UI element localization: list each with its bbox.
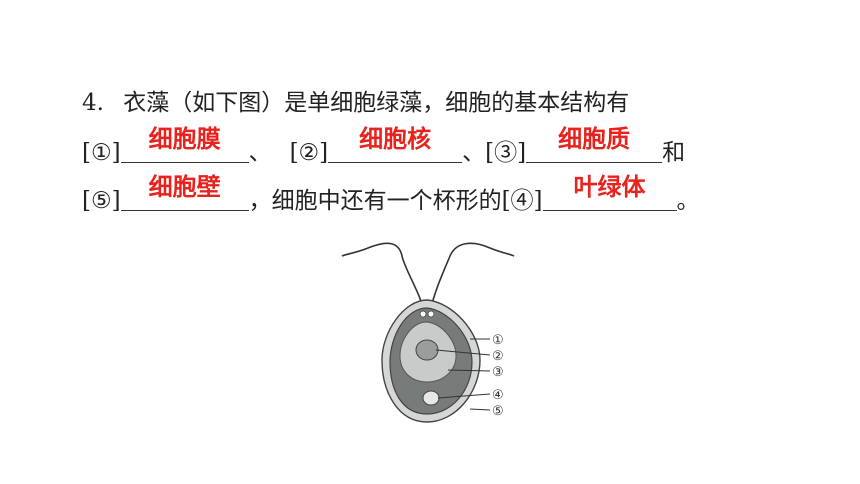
flagellum-left <box>341 242 425 313</box>
blank-2[interactable]: 细胞核 <box>328 126 463 163</box>
blank-3[interactable]: 细胞质 <box>526 126 663 163</box>
answer-1: 细胞膜 <box>148 125 221 153</box>
leader-line-4 <box>437 393 491 399</box>
figure-label-3: ③ <box>492 365 504 380</box>
mark-5: [⑤] <box>82 188 121 214</box>
blank-1[interactable]: 细胞膜 <box>120 126 249 163</box>
basal-body-left <box>419 310 427 318</box>
separator-2: 、 <box>462 140 486 166</box>
separator-1: 、 <box>248 140 272 166</box>
mid-text: 细胞中还有一个杯形的 <box>271 188 502 214</box>
flagellum-right <box>429 242 515 313</box>
figure-label-2: ② <box>492 349 504 364</box>
blank-4[interactable]: 叶绿体 <box>542 174 677 211</box>
answer-3: 细胞质 <box>558 125 631 153</box>
question-line-3: [⑤] 细胞壁 ，细胞中还有一个杯形的[④] 叶绿体。 <box>82 174 700 216</box>
mark-1: [①] <box>82 140 121 166</box>
mark-2: [②] <box>289 140 329 166</box>
answer-4: 叶绿体 <box>573 173 646 201</box>
pyrenoid <box>422 390 440 406</box>
basal-body-right <box>427 310 435 318</box>
figure-label-5: ⑤ <box>492 404 504 419</box>
mark-3: [③] <box>485 140 527 166</box>
leader-line-2 <box>435 349 491 356</box>
chlamydomonas-diagram: ① ② ③ ④ ⑤ <box>341 242 515 423</box>
leader-line-3 <box>447 369 491 372</box>
figure-label-1: ① <box>492 333 504 348</box>
nucleus <box>415 339 439 361</box>
question-line-2: [①]细胞膜、[②]细胞核、[③]细胞质和 <box>82 126 686 168</box>
comma: ， <box>248 188 272 214</box>
end-mark: 。 <box>676 188 700 214</box>
figure-label-4: ④ <box>492 388 504 403</box>
question-line-1: 4. 衣藻（如下图）是单细胞绿藻，细胞的基本结构有 <box>82 88 629 118</box>
and-word: 和 <box>662 140 686 166</box>
blank-5[interactable]: 细胞壁 <box>120 174 249 211</box>
answer-5: 细胞壁 <box>148 173 221 201</box>
leader-line-5 <box>469 408 491 411</box>
answer-2: 细胞核 <box>359 125 432 153</box>
mark-4: [④] <box>501 188 543 214</box>
question-intro: 衣藻（如下图）是单细胞绿藻，细胞的基本结构有 <box>123 90 630 116</box>
question-number: 4. <box>82 90 104 116</box>
